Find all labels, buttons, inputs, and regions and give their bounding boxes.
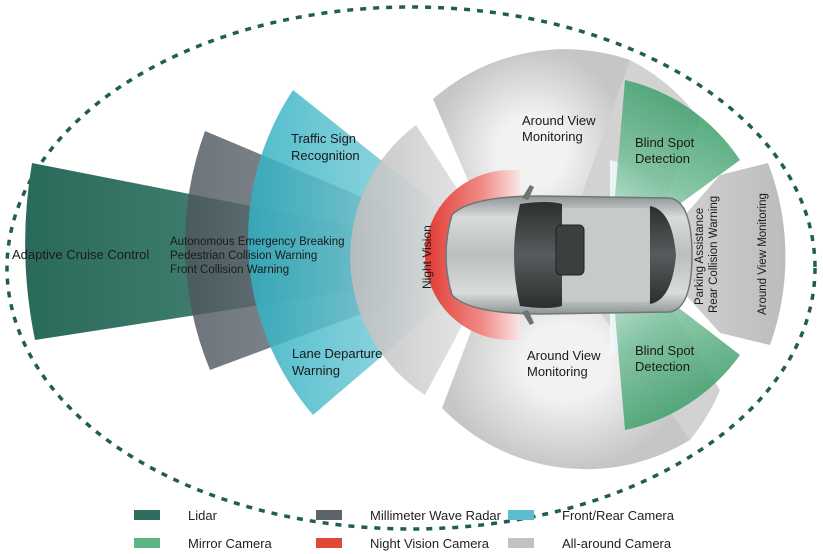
legend-label: Mirror Camera [188,535,272,551]
svg-text:Traffic Sign: Traffic Sign [291,131,356,146]
svg-text:Detection: Detection [635,151,690,166]
traffic-sign-label: Traffic Sign Recognition [291,131,360,163]
around-view-top-label: Around View Monitoring [522,113,596,144]
around-view-rear-label: Around View Monitoring [757,193,769,315]
blind-spot-top-label: Blind Spot Detection [635,135,695,166]
legend-item-mirror-camera: Mirror Camera [134,533,272,553]
legend-item-all-around-camera: All-around Camera [508,533,671,553]
legend-swatch [134,538,160,548]
rear-camera-label: Parking Assistance Rear Collision Warnin… [694,196,720,313]
svg-text:Around View: Around View [522,113,596,128]
legend-item-night-vision-camera: Night Vision Camera [316,533,489,553]
svg-text:Pedestrian Collision Warning: Pedestrian Collision Warning [170,250,317,262]
svg-text:Monitoring: Monitoring [527,364,588,379]
legend-label: Millimeter Wave Radar [370,507,501,523]
legend-swatch [508,510,534,520]
legend-swatch [316,510,342,520]
car-top-view [445,185,693,325]
radar-label: Autonomous Emergency Breaking Pedestrian… [170,236,345,276]
svg-text:Warning: Warning [292,363,340,378]
lane-departure-label: Lane Departure Warning [292,346,382,378]
svg-text:Blind Spot: Blind Spot [635,135,695,150]
legend-item-radar: Millimeter Wave Radar [316,505,501,525]
legend: Lidar Millimeter Wave Radar Front/Rear C… [0,500,823,554]
legend-label: Front/Rear Camera [562,507,674,523]
blind-spot-bottom-label: Blind Spot Detection [635,343,695,374]
svg-text:Parking Assistance: Parking Assistance [694,208,706,305]
lidar-label: Adaptive Cruise Control [12,247,149,262]
legend-label: All-around Camera [562,535,672,551]
legend-item-lidar: Lidar [134,505,217,525]
svg-text:Recognition: Recognition [291,148,360,163]
svg-text:Detection: Detection [635,359,690,374]
around-view-bottom-label: Around View Monitoring [527,348,601,379]
svg-text:Blind Spot: Blind Spot [635,343,695,358]
legend-swatch [134,510,160,520]
around-view-rear-zone [650,163,786,345]
legend-label: Lidar [188,507,217,523]
legend-item-front-rear-camera: Front/Rear Camera [508,505,674,525]
svg-text:Lane Departure: Lane Departure [292,346,382,361]
svg-text:Around View: Around View [527,348,601,363]
coverage-boundary [5,5,817,531]
svg-text:Front Collision Warning: Front Collision Warning [170,264,289,276]
svg-text:Autonomous Emergency Breaking: Autonomous Emergency Breaking [170,236,345,248]
around-view-front-zone [350,125,500,395]
legend-swatch [316,538,342,548]
night-vision-label: Night Vision [420,225,434,289]
svg-text:Monitoring: Monitoring [522,129,583,144]
legend-label: Night Vision Camera [370,535,489,551]
svg-text:Rear Collision Warning: Rear Collision Warning [708,196,720,313]
legend-swatch [508,538,534,548]
